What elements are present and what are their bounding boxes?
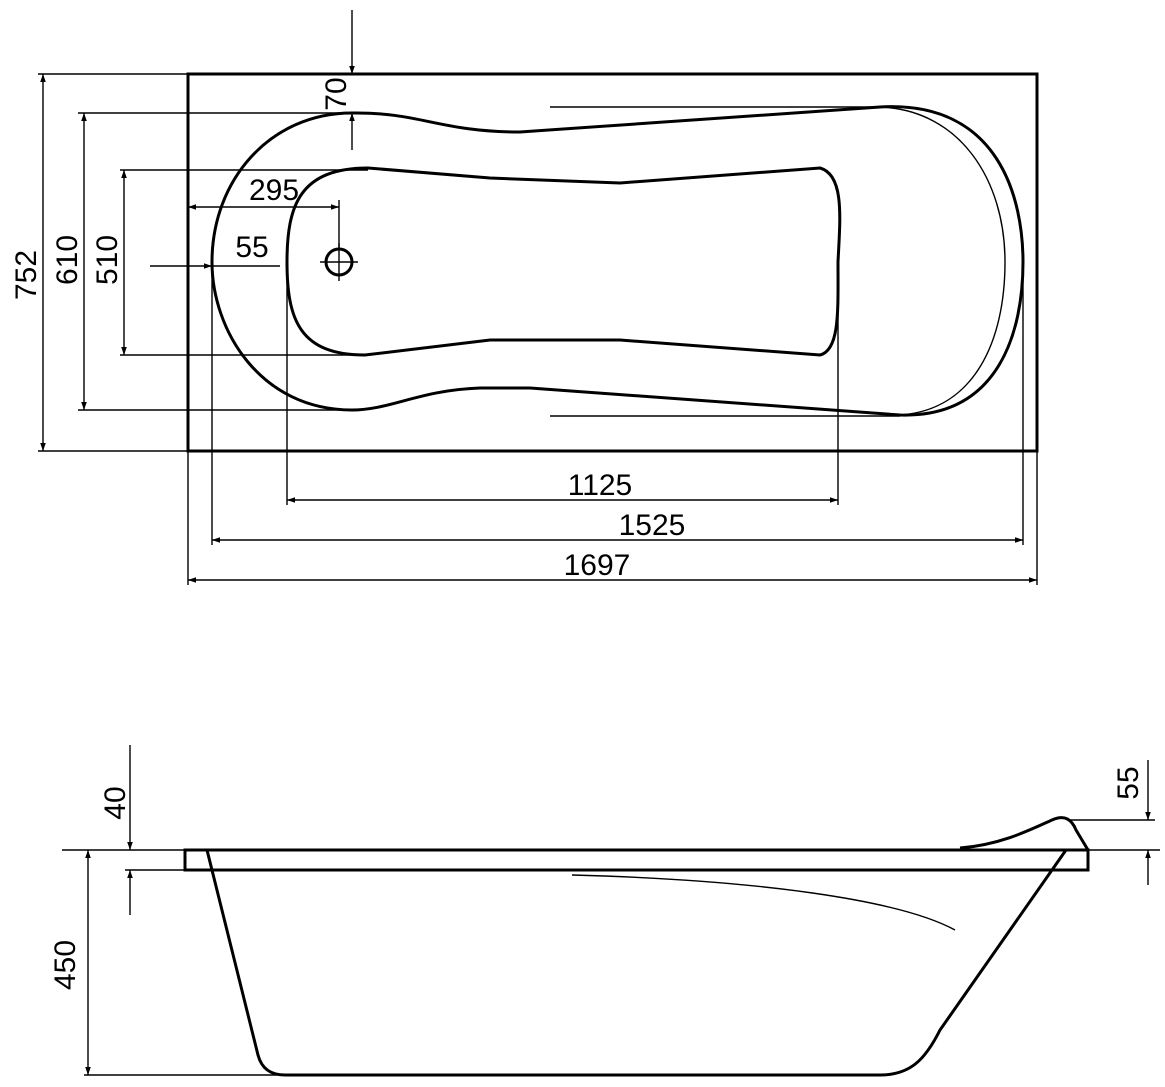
top-view: 752 610 510 70 295 55 1125 1525 1697 [10,10,1039,585]
side-extension-lines [62,819,1160,1076]
dim-drain-offset: 295 [249,174,299,207]
dimension-lines [40,10,1037,583]
dim-rim-thickness: 40 [99,786,132,819]
dim-edge-offset: 55 [235,231,268,264]
body-profile [205,849,1068,1077]
headrest-profile [959,816,1090,851]
outer-basin-inner-line [879,106,1006,416]
rim-outline [186,72,1039,453]
dim-headrest-height: 55 [1112,766,1145,799]
interior-contour [571,874,956,931]
dim-overall-width: 752 [10,250,43,300]
inner-basin-outline [285,166,842,357]
extension-lines [38,73,1038,585]
dim-rim-offset: 70 [320,77,353,110]
dim-outer-basin-width: 610 [51,235,84,285]
side-dimension-lines [85,745,1151,1075]
side-view: 40 450 55 [49,745,1160,1077]
dim-overall-length: 1697 [564,549,631,582]
rim-profile [183,848,1090,872]
dim-inner-basin-width: 510 [91,235,124,285]
dim-inner-basin-length: 1125 [568,469,633,502]
dim-depth: 450 [49,940,82,990]
outer-basin-outline [210,105,1025,417]
dim-outer-basin-length: 1525 [619,509,686,542]
